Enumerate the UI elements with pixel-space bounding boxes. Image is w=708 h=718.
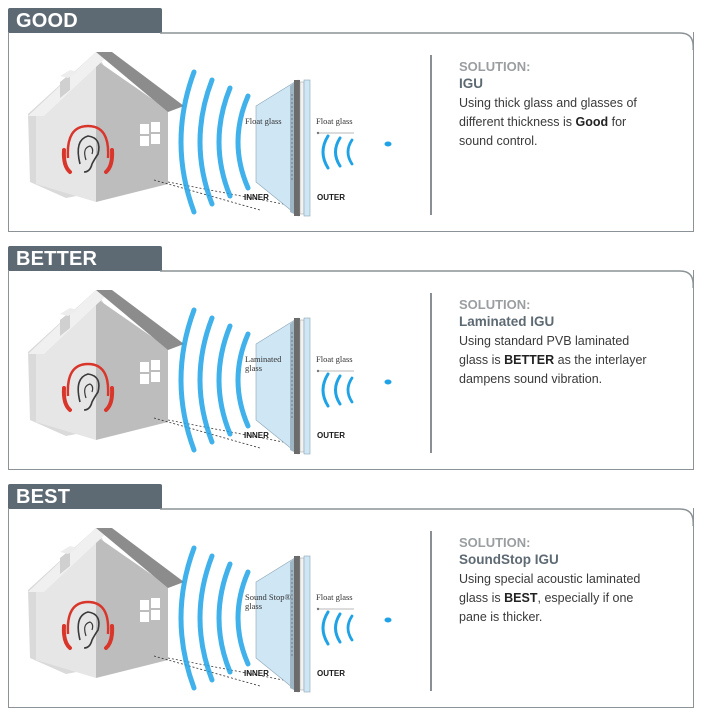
house-icon xyxy=(28,290,184,440)
divider-line xyxy=(430,293,432,453)
solution-text: SOLUTION: SoundStop IGU Using special ac… xyxy=(459,534,659,627)
comparison-panel: GOOD xyxy=(8,8,698,236)
comparison-panel: BEST xyxy=(8,484,698,712)
window-pane-icon xyxy=(255,317,311,455)
inner-side-label: INNER xyxy=(244,669,269,678)
outer-glass-label: Float glass xyxy=(316,116,353,126)
outer-side-label: OUTER xyxy=(317,193,345,202)
panel-frame xyxy=(8,270,694,470)
panel-frame xyxy=(8,32,694,232)
ear-headphones-icon xyxy=(61,362,115,412)
solution-description: Using thick glass and glasses of differe… xyxy=(459,94,659,151)
rating-tab: GOOD xyxy=(8,8,162,33)
solution-name: IGU xyxy=(459,76,484,91)
sound-wave-icon xyxy=(178,307,251,453)
desc-after: for sound control. xyxy=(459,115,627,148)
desc-rating: Good xyxy=(575,115,609,129)
solution-text: SOLUTION: IGU Using thick glass and glas… xyxy=(459,58,659,151)
desc-before: Using standard PVB laminated glass is xyxy=(459,334,630,367)
inner-side-label: INNER xyxy=(244,431,269,440)
desc-before: Using special acoustic laminated glass i… xyxy=(459,572,641,605)
house-icon xyxy=(28,528,184,678)
solution-description: Using standard PVB laminated glass is BE… xyxy=(459,332,659,389)
rating-label: GOOD xyxy=(16,10,78,32)
solution-description: Using special acoustic laminated glass i… xyxy=(459,570,659,627)
divider-line xyxy=(430,531,432,691)
inner-glass-label: Float glass xyxy=(245,116,282,126)
solution-heading: SOLUTION: xyxy=(459,59,531,74)
rating-label: BETTER xyxy=(16,248,98,270)
sound-wave-icon xyxy=(178,545,251,691)
house-icon xyxy=(28,52,184,202)
sound-wave-icon xyxy=(321,610,392,646)
sound-wave-icon xyxy=(321,134,392,170)
window-pane-icon xyxy=(255,79,311,217)
panel-frame xyxy=(8,508,694,708)
outer-side-label: OUTER xyxy=(317,669,345,678)
solution-name: SoundStop IGU xyxy=(459,552,559,567)
desc-after: as the interlayer dampens sound vibratio… xyxy=(459,353,647,386)
inner-side-label: INNER xyxy=(244,193,269,202)
inner-glass-label-line2: glass xyxy=(245,601,262,611)
solution-name: Laminated IGU xyxy=(459,314,555,329)
desc-after: , especially if one pane is thicker. xyxy=(459,591,634,624)
divider-line xyxy=(430,55,432,215)
inner-glass-label: Sound Stop® xyxy=(245,592,291,602)
inner-glass-label-line2: glass xyxy=(245,363,262,373)
ear-headphones-icon xyxy=(61,600,115,650)
acoustic-diagram: Float glass Float glass INNER OUTER xyxy=(28,52,392,217)
rating-tab: BETTER xyxy=(8,246,162,271)
rating-label: BEST xyxy=(16,486,71,508)
inner-glass-label: Laminated xyxy=(245,354,282,364)
window-pane-icon xyxy=(255,555,311,693)
solution-text: SOLUTION: Laminated IGU Using standard P… xyxy=(459,296,659,389)
solution-heading: SOLUTION: xyxy=(459,297,531,312)
acoustic-diagram: Laminated glass Float glass INNER OUTER xyxy=(28,290,392,455)
ear-headphones-icon xyxy=(61,124,115,174)
outer-glass-label: Float glass xyxy=(316,354,353,364)
comparison-panel: BETTER xyxy=(8,246,698,474)
desc-rating: BEST xyxy=(504,591,538,605)
solution-heading: SOLUTION: xyxy=(459,535,531,550)
outer-side-label: OUTER xyxy=(317,431,345,440)
rating-tab: BEST xyxy=(8,484,162,509)
desc-rating: BETTER xyxy=(504,353,555,367)
sound-wave-icon xyxy=(178,69,251,215)
outer-glass-label: Float glass xyxy=(316,592,353,602)
sound-wave-icon xyxy=(321,372,392,408)
acoustic-diagram: Sound Stop® glass Float glass INNER OUTE… xyxy=(28,528,392,693)
desc-before: Using thick glass and glasses of differe… xyxy=(459,96,637,129)
